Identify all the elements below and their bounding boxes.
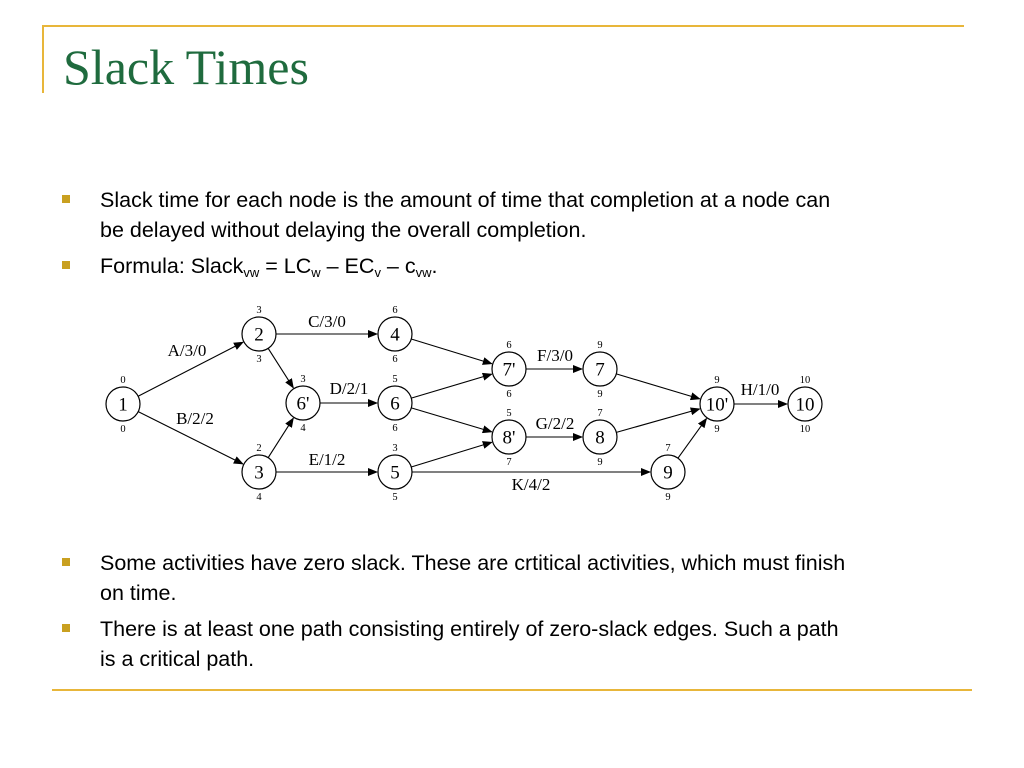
edge-label: H/1/0 (741, 380, 780, 399)
bottom-bullet-list: Some activities have zero slack. These a… (58, 548, 858, 680)
edge-n6-n8p (411, 407, 493, 434)
bullet-square-icon (62, 261, 70, 269)
edge-label: E/1/2 (309, 450, 346, 469)
node-label: 8' (503, 428, 516, 449)
edge-label: F/3/0 (537, 346, 573, 365)
edge-n5-n8p (411, 441, 493, 468)
node-late-time: 6 (392, 354, 397, 365)
node-late-time: 9 (597, 389, 602, 400)
node-early-time: 0 (120, 375, 125, 386)
node-n10p-circle (699, 386, 735, 422)
bullet-zero-slack: Some activities have zero slack. These a… (58, 548, 858, 608)
formula-text: Formula: Slackvw = LCw – ECv – cvw. (100, 254, 438, 280)
node-n3-circle (241, 454, 277, 490)
edge-label: G/2/2 (536, 414, 575, 433)
node-n10-circle (787, 386, 823, 422)
node-early-time: 6 (506, 340, 511, 351)
edge-n1-n3 (137, 411, 244, 465)
edge-n4-n7p (411, 338, 493, 365)
bullet-text: There is at least one path consisting en… (100, 617, 839, 671)
node-label: 10 (796, 395, 815, 416)
node-label: 7' (503, 360, 516, 381)
node-late-time: 3 (256, 354, 261, 365)
node-label: 10' (706, 395, 728, 416)
node-late-time: 0 (120, 424, 125, 435)
node-label: 3 (254, 463, 264, 484)
bullet-text: Some activities have zero slack. These a… (100, 551, 846, 605)
edge-n8-n10p (616, 407, 701, 433)
node-late-time: 4 (256, 492, 262, 503)
edge-label: K/4/2 (512, 475, 551, 494)
node-early-time: 3 (300, 374, 305, 385)
bullet-critical-path: There is at least one path consisting en… (58, 614, 858, 674)
node-n5-circle (377, 454, 413, 490)
edge-n7-n10p (616, 373, 701, 401)
node-early-time: 7 (665, 443, 670, 454)
node-n8p-circle (491, 419, 527, 455)
edge-label: B/2/2 (176, 409, 214, 428)
bullet-slack-definition: Slack time for each node is the amount o… (58, 185, 858, 245)
node-late-time: 7 (506, 457, 511, 468)
node-late-time: 9 (665, 492, 670, 503)
edge-n9-n10p (677, 417, 708, 459)
bullet-square-icon (62, 195, 70, 203)
bullet-square-icon (62, 558, 70, 566)
node-label: 8 (595, 428, 605, 449)
node-label: 6' (297, 394, 310, 415)
node-label: 1 (118, 395, 128, 416)
node-late-time: 9 (597, 457, 602, 468)
node-label: 4 (390, 325, 400, 346)
node-n1-circle (105, 386, 141, 422)
edge-label: D/2/1 (330, 379, 369, 398)
edge-label: A/3/0 (168, 341, 207, 360)
edge-n6-n7p (411, 372, 493, 399)
node-late-time: 5 (392, 492, 397, 503)
bullet-text: Slack time for each node is the amount o… (100, 188, 831, 242)
bullet-formula: Formula: Slackvw = LCw – ECv – cvw. (58, 251, 858, 281)
node-early-time: 3 (392, 443, 397, 454)
node-n7p-circle (491, 351, 527, 387)
node-n8-circle (582, 419, 618, 455)
node-early-time: 5 (506, 408, 511, 419)
node-label: 5 (390, 463, 400, 484)
edge-n1-n2 (137, 341, 244, 397)
node-early-time: 7 (597, 408, 602, 419)
node-early-time: 3 (256, 305, 261, 316)
node-n9-circle (650, 454, 686, 490)
edge-n2-n6p (267, 348, 294, 389)
node-n2-circle (241, 316, 277, 352)
node-early-time: 9 (597, 340, 602, 351)
node-label: 6 (390, 394, 400, 415)
node-label: 2 (254, 325, 264, 346)
node-n6p-circle (285, 385, 321, 421)
node-early-time: 5 (392, 374, 397, 385)
node-n7-circle (582, 351, 618, 387)
left-accent-line (42, 25, 44, 93)
node-late-time: 6 (392, 423, 397, 434)
edge-label: C/3/0 (308, 312, 346, 331)
top-bullet-list: Slack time for each node is the amount o… (58, 185, 858, 287)
node-label: 9 (663, 463, 673, 484)
node-label: 7 (595, 360, 605, 381)
node-late-time: 4 (300, 423, 306, 434)
node-early-time: 2 (256, 443, 261, 454)
edge-n3-n6p (267, 417, 294, 458)
node-late-time: 6 (506, 389, 511, 400)
node-early-time: 6 (392, 305, 397, 316)
node-late-time: 10 (800, 424, 811, 435)
node-early-time: 10 (800, 375, 811, 386)
bullet-square-icon (62, 624, 70, 632)
node-n6-circle (377, 385, 413, 421)
top-accent-line (42, 25, 964, 27)
node-late-time: 9 (714, 424, 719, 435)
bottom-accent-line (52, 689, 972, 691)
node-n4-circle (377, 316, 413, 352)
node-early-time: 9 (714, 375, 719, 386)
slide-title: Slack Times (63, 39, 309, 95)
